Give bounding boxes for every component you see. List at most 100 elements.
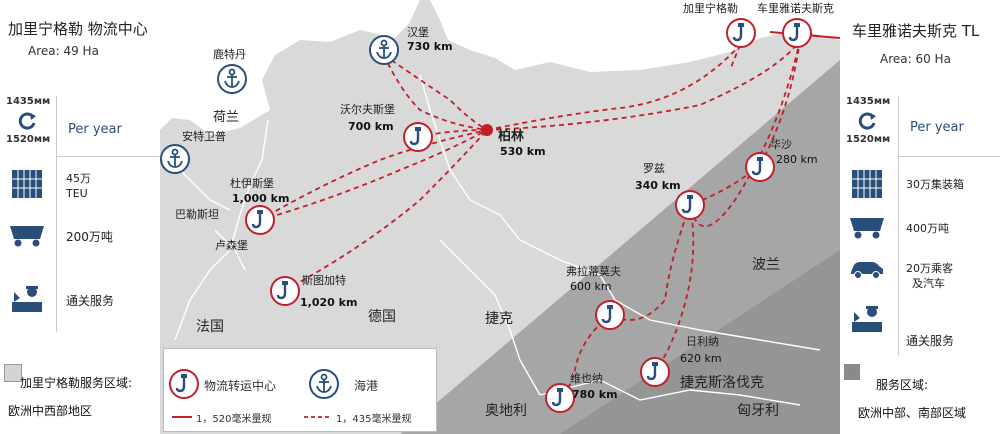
hub-stuttgart[interactable] bbox=[270, 276, 300, 306]
km-duisburg: 1,000 km bbox=[232, 192, 290, 205]
left-divider-h1 bbox=[56, 156, 160, 157]
hub-duisburg[interactable] bbox=[245, 205, 275, 235]
km-berlin: 530 km bbox=[500, 145, 546, 158]
anchor-icon bbox=[316, 373, 332, 393]
right-containers: 30万集装箱 bbox=[906, 178, 964, 191]
label-duisburg: 杜伊斯堡 bbox=[230, 177, 274, 190]
label-zilina: 日利纳 bbox=[686, 335, 719, 348]
label-netherlands: 荷兰 bbox=[213, 110, 240, 125]
berlin-dot bbox=[481, 124, 493, 136]
left-per-year: Per year bbox=[68, 122, 122, 137]
left-region-title: 加里宁格勒服务区域: bbox=[20, 376, 133, 390]
label-berlin: 柏林 bbox=[498, 129, 525, 144]
right-tonnage: 400万吨 bbox=[906, 222, 949, 235]
right-region-swatch bbox=[844, 364, 860, 380]
country-germany: 德国 bbox=[368, 309, 396, 325]
hook-icon bbox=[601, 305, 613, 324]
port-rotterdam[interactable] bbox=[217, 64, 247, 94]
label-wolfsburg: 沃尔夫斯堡 bbox=[340, 103, 395, 116]
left-region-value: 欧洲中西部地区 bbox=[8, 404, 93, 418]
left-teu-unit: TEU bbox=[66, 187, 88, 200]
left-teu-value: 45万 bbox=[66, 172, 91, 185]
hook-icon bbox=[251, 210, 263, 229]
hub-cherny[interactable] bbox=[782, 18, 812, 48]
km-vienna: 780 km bbox=[572, 388, 618, 401]
label-vienna: 维也纳 bbox=[570, 372, 603, 385]
country-poland: 波兰 bbox=[752, 257, 780, 273]
right-title: 车里雅诺夫斯克 TL bbox=[852, 22, 980, 40]
hub-kaliningrad[interactable] bbox=[726, 18, 756, 48]
hub-zilina[interactable] bbox=[640, 357, 670, 387]
right-info-panel: 车里雅诺夫斯克 TL Area: 60 Ha 1435мм 1520мм Per… bbox=[840, 0, 1000, 434]
hook-icon bbox=[409, 127, 421, 146]
left-customs: 通关服务 bbox=[66, 294, 115, 308]
km-lodz: 340 km bbox=[635, 179, 681, 192]
label-belgium: 巴勒斯坦 bbox=[175, 208, 219, 221]
legend-hub-badge bbox=[169, 369, 199, 399]
km-hamburg: 730 km bbox=[407, 40, 453, 53]
anchor-icon bbox=[167, 148, 183, 168]
label-hamburg: 汉堡 bbox=[407, 26, 429, 39]
anchor-icon bbox=[224, 68, 240, 88]
customs-officer-icon bbox=[850, 304, 884, 338]
right-region-title: 服务区域: bbox=[876, 378, 929, 392]
hub-wroclaw[interactable] bbox=[595, 300, 625, 330]
hook-icon bbox=[276, 281, 288, 300]
right-passengers: 20万乘客 bbox=[906, 262, 953, 275]
right-divider-h1 bbox=[898, 156, 1000, 157]
legend: 物流转运中心 海港 1，520毫米量规 1，435毫米量规 bbox=[163, 348, 437, 432]
hub-vienna[interactable] bbox=[545, 383, 575, 413]
hook-icon bbox=[175, 374, 187, 393]
label-lodz: 罗兹 bbox=[643, 162, 665, 175]
refresh-icon bbox=[856, 110, 878, 132]
label-cherny-top: 车里雅诺夫斯克 bbox=[757, 2, 834, 15]
label-kaliningrad-top: 加里宁格勒 bbox=[683, 2, 738, 15]
left-title: 加里宁格勒 物流中心 bbox=[8, 20, 148, 38]
km-wolfsburg: 700 km bbox=[348, 120, 394, 133]
left-region-swatch bbox=[4, 364, 22, 382]
km-zilina: 620 km bbox=[680, 352, 722, 365]
rail-1435-routes bbox=[259, 39, 801, 398]
hub-warsaw[interactable] bbox=[745, 152, 775, 182]
rail-wagon-icon bbox=[846, 214, 888, 244]
right-gauge-top: 1435мм bbox=[846, 96, 891, 107]
km-warsaw: 280 km bbox=[776, 153, 818, 166]
legend-lines bbox=[172, 416, 332, 418]
borders bbox=[174, 74, 821, 406]
hook-icon bbox=[551, 388, 563, 407]
label-luxembourg: 卢森堡 bbox=[215, 239, 248, 252]
country-france: 法国 bbox=[196, 319, 224, 335]
legend-hub-label: 物流转运中心 bbox=[204, 379, 277, 393]
left-divider-v bbox=[56, 96, 57, 332]
label-wroclaw: 弗拉蒂莫夫 bbox=[566, 265, 621, 278]
container-stack-icon bbox=[850, 168, 884, 204]
sea-area bbox=[160, 0, 420, 135]
hub-lodz[interactable] bbox=[675, 190, 705, 220]
port-antwerp[interactable] bbox=[160, 144, 190, 174]
label-stuttgart: 斯图加特 bbox=[302, 274, 346, 287]
label-rotterdam: 鹿特丹 bbox=[213, 48, 246, 61]
legend-1520-label: 1，520毫米量规 bbox=[196, 414, 272, 425]
country-czech: 捷克 bbox=[485, 311, 513, 327]
left-gauge-top: 1435мм bbox=[6, 96, 51, 107]
right-area: Area: 60 Ha bbox=[880, 52, 951, 66]
hook-icon bbox=[732, 23, 744, 42]
anchor-icon bbox=[376, 39, 392, 59]
country-slovakia: 捷克斯洛伐克 bbox=[680, 375, 764, 391]
right-divider-v bbox=[898, 96, 899, 356]
hook-icon bbox=[681, 195, 693, 214]
port-hamburg[interactable] bbox=[369, 35, 399, 65]
km-wroclaw: 600 km bbox=[570, 280, 612, 293]
customs-officer-icon bbox=[10, 284, 44, 318]
km-stuttgart: 1,020 km bbox=[300, 296, 358, 309]
right-gauge-bottom: 1520мм bbox=[846, 134, 891, 145]
left-info-panel: 加里宁格勒 物流中心 Area: 49 Ha 1435мм 1520мм Per… bbox=[0, 0, 160, 434]
right-passengers-2: 及汽车 bbox=[912, 277, 945, 290]
left-area: Area: 49 Ha bbox=[28, 44, 99, 58]
hub-wolfsburg[interactable] bbox=[403, 122, 433, 152]
hook-icon bbox=[751, 157, 763, 176]
refresh-icon bbox=[16, 110, 38, 132]
car-icon bbox=[848, 258, 886, 284]
left-tonnage: 200万吨 bbox=[66, 230, 113, 244]
